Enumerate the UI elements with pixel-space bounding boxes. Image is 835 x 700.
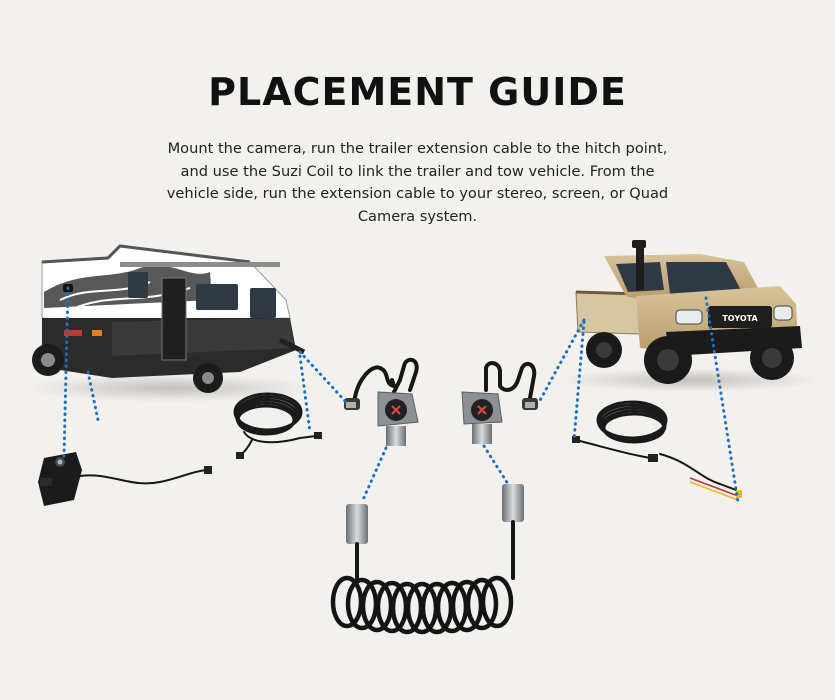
- camera-cable: [79, 469, 207, 485]
- page-title: PLACEMENT GUIDE: [208, 70, 627, 114]
- trailer-socket-icon: [344, 357, 419, 446]
- page-description: Mount the camera, run the trailer extens…: [166, 140, 669, 225]
- vehicle-socket-icon: [461, 361, 538, 444]
- trailer-extension-cable-icon: [233, 392, 322, 459]
- vehicle-badge: TOYOTA: [722, 314, 758, 323]
- guide-lines: [62, 286, 740, 504]
- rear-camera-icon: [38, 452, 82, 506]
- caravan: [25, 244, 315, 402]
- tow-vehicle: TOYOTA: [560, 240, 820, 392]
- camera-plug-icon: [204, 466, 212, 474]
- coiled-cable-icon: [330, 484, 524, 635]
- vehicle-extension-cable-icon: [572, 400, 742, 501]
